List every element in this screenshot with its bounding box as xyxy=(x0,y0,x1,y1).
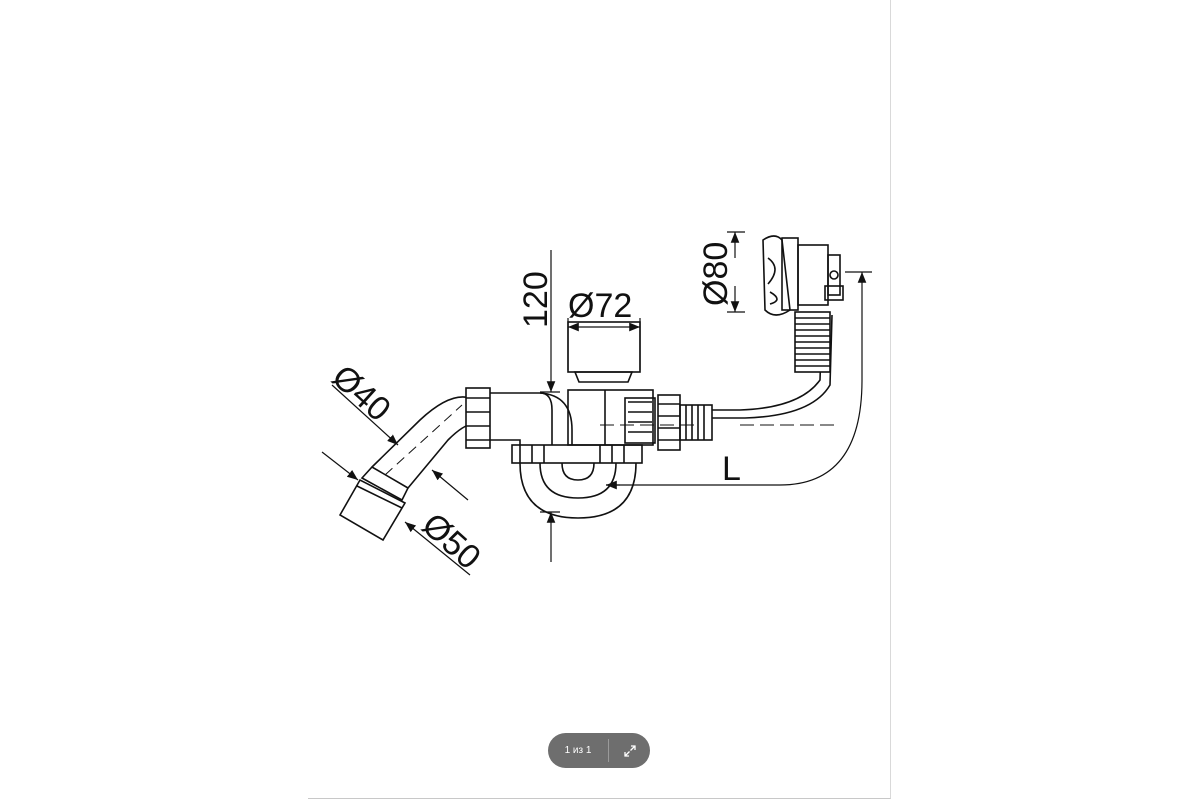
dimension-lines xyxy=(321,231,872,576)
dim-length: L xyxy=(722,450,741,488)
dim-d40: Ø40 xyxy=(325,358,398,429)
pager-divider xyxy=(608,739,609,762)
trap-inlet-tube xyxy=(490,392,573,445)
dim-d50: Ø50 xyxy=(415,506,488,577)
dim-d72: Ø72 xyxy=(568,287,632,325)
overflow-connector xyxy=(657,394,713,451)
page-count: 1 из 1 xyxy=(564,745,592,756)
overflow-head xyxy=(762,235,844,316)
page-indicator: 1 из 1 xyxy=(548,733,650,768)
siphon-trap xyxy=(511,444,643,519)
expand-arrows-icon xyxy=(623,744,636,757)
elbow-nut xyxy=(465,387,491,449)
dim-h120: 120 xyxy=(517,271,555,328)
overflow-hose xyxy=(600,311,840,426)
dim-d80: Ø80 xyxy=(697,242,735,306)
fullscreen-button[interactable] xyxy=(609,733,650,768)
drain-body xyxy=(567,321,656,446)
